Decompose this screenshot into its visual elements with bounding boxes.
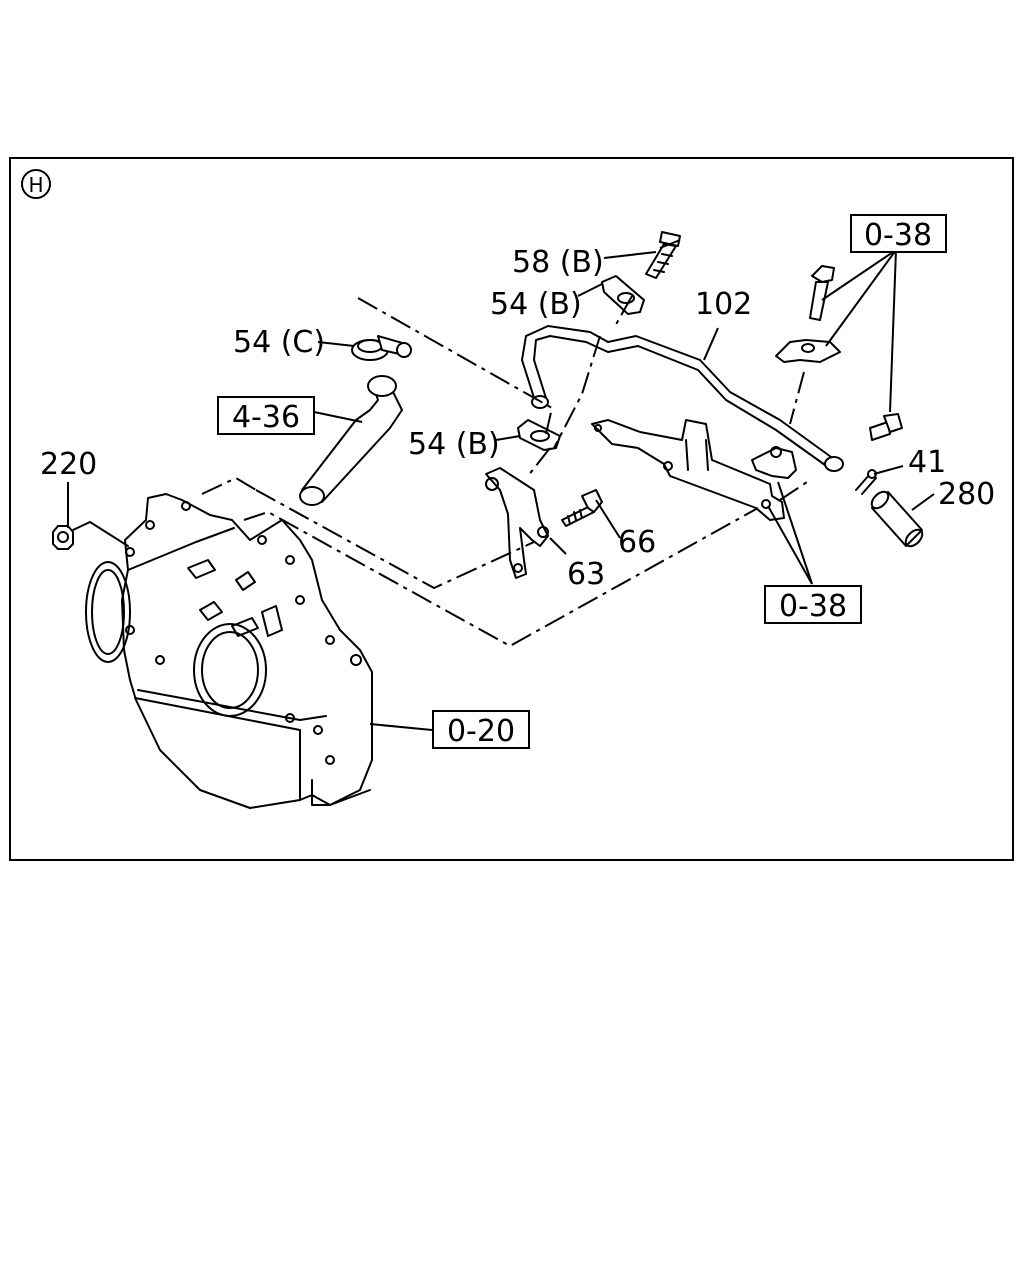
assembly-lines xyxy=(201,239,811,648)
view-marker-letter: H xyxy=(28,173,43,197)
bracket-63-drawing xyxy=(485,467,549,579)
label-54b-mid: 54 (B) xyxy=(408,427,500,462)
label-66: 66 xyxy=(618,525,656,560)
reference-0-38-bottom[interactable]: 0-38 xyxy=(764,585,862,624)
reference-0-20-text: 0-20 xyxy=(447,714,515,749)
support-bracket-drawing xyxy=(591,419,797,521)
flywheel-housing-drawing xyxy=(85,493,373,809)
hose-4-36-drawing xyxy=(299,375,403,506)
label-54c: 54 (C) xyxy=(233,325,325,360)
bolt-66-drawing xyxy=(561,489,603,527)
label-54b-top: 54 (B) xyxy=(490,287,582,322)
reference-0-38-top-text: 0-38 xyxy=(864,218,932,253)
view-marker: H xyxy=(21,169,51,199)
leader-lines xyxy=(67,249,935,731)
sleeve-280-drawing xyxy=(870,490,924,548)
upper-clamp-drawing xyxy=(775,265,903,441)
label-41: 41 xyxy=(908,445,946,480)
clip-54c-drawing xyxy=(351,335,412,361)
clamp-54b-mid-drawing xyxy=(517,419,561,451)
reference-0-20[interactable]: 0-20 xyxy=(432,710,530,749)
nut-220-drawing xyxy=(52,521,129,550)
pin-41-drawing xyxy=(855,469,877,495)
label-220: 220 xyxy=(40,447,97,482)
reference-0-38-top[interactable]: 0-38 xyxy=(850,214,947,253)
reference-4-36[interactable]: 4-36 xyxy=(217,396,315,435)
clamp-54b-top-drawing xyxy=(601,275,645,315)
bolt-58b-drawing xyxy=(645,231,681,279)
reference-0-38-bottom-text: 0-38 xyxy=(779,589,847,624)
label-58b: 58 (B) xyxy=(512,245,604,280)
label-102: 102 xyxy=(695,287,752,322)
reference-4-36-text: 4-36 xyxy=(232,400,300,435)
diagram-frame xyxy=(9,157,1014,861)
label-63: 63 xyxy=(567,557,605,592)
label-280: 280 xyxy=(938,477,995,512)
